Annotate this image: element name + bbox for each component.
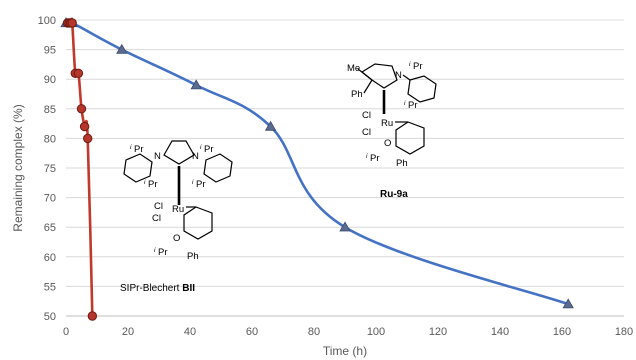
x-tick-label-100: 100 [367,326,385,338]
series-0-point-6 [562,298,574,309]
x-tick-label-120: 120 [429,326,447,338]
ru9a-ipr-2: Pr [408,100,418,111]
ru9a-me-label: Me [347,63,360,74]
y-axis-ticks: 50 55 60 65 70 75 80 85 90 95 100 [38,15,56,323]
y-axis-title: Remaining complex (%) [11,104,25,231]
ru9a-benzylidene-ring [395,121,425,155]
bii-ipr-3: Pr [204,144,214,155]
ru9a-label: Ru-9a [380,189,408,200]
ru9a-me-bond [357,68,373,81]
series-1-point-5 [73,68,84,78]
y-tick-label-70: 70 [44,193,56,205]
ru9a-ph-bottom: Ph [396,158,408,169]
ru9a-aryl-ring [407,75,437,103]
x-tick-label-80: 80 [308,326,320,338]
y-tick-label-85: 85 [44,104,56,116]
ru9a-ipr-1: Pr [413,61,423,72]
y-tick-label-55: 55 [44,281,56,293]
y-tick-label-50: 50 [44,311,56,323]
y-tick-label-60: 60 [44,252,56,264]
ru9a-ph-top-label: Ph [351,89,363,100]
structure-ru-9a: Me Ph N i Pr i Pr Cl Ru Cl O i Pr Ph Ru-… [347,61,437,200]
series-1-point-3 [67,18,77,28]
bii-label-prefix: SIPr-Blechert [120,283,182,294]
bii-ru-label: Ru [172,204,184,215]
ru9a-ipr-sup-2: i [404,100,406,107]
y-tick-label-100: 100 [38,15,56,27]
series-1-point-6 [76,104,87,114]
x-axis-title: Time (h) [323,344,367,358]
bii-imidazolidine-ring [163,140,195,165]
bii-n-left: N [154,151,161,162]
structure-bii: N N i Pr i Pr i Pr i Pr Cl Ru Cl O i Pr … [120,140,233,294]
series-1-point-8 [83,133,93,144]
x-tick-label-140: 140 [491,326,509,338]
series-line-0 [64,19,570,306]
bii-cl-bottom: Cl [152,213,161,224]
ru9a-o-label: O [384,138,391,149]
y-tick-label-75: 75 [44,163,56,175]
x-tick-label-40: 40 [184,326,196,338]
ru9a-n-label: N [395,70,402,81]
bii-cl-top: Cl [154,201,163,212]
series-line-1 [66,17,94,318]
bii-ipr-sup-3: i [200,144,202,151]
x-tick-label-160: 160 [553,326,571,338]
bii-ipr-2: Pr [148,179,158,190]
ru9a-n-aryl-bond [402,74,411,81]
bii-benzylidene-ring [183,206,213,240]
bii-aryl-ring-right [203,153,233,183]
series-0-point-2 [116,43,128,54]
y-tick-label-80: 80 [44,133,56,145]
bii-n-right: N [192,151,199,162]
bii-ph-label: Ph [187,251,199,262]
series-1-point-7 [79,121,90,132]
series-0-point-4 [264,120,277,131]
y-tick-label-95: 95 [44,45,56,57]
ru9a-ipr-sup-3: i [366,153,368,160]
series-layer [60,17,574,321]
x-tick-label-0: 0 [63,326,69,338]
bii-aryl-ring-left [123,153,153,183]
series-1-point-9 [87,311,98,321]
bii-ipr-4: Pr [196,179,206,190]
ru9a-ipr-sup-1: i [409,61,411,68]
bii-ipr-1: Pr [134,144,144,155]
bii-label-bold: BII [182,283,195,294]
x-tick-label-20: 20 [122,326,134,338]
bii-ipr-5: Pr [158,247,168,258]
bii-ipr-sup-5: i [154,247,156,254]
ru9a-ipr-3: Pr [370,153,380,164]
y-tick-label-90: 90 [44,74,56,86]
series-0-point-3 [190,79,202,90]
bii-ipr-sup-1: i [130,144,132,151]
bii-o-label: O [173,233,180,244]
ru9a-cl-top: Cl [362,110,371,121]
bii-ipr-sup-2: i [144,179,146,186]
y-tick-label-65: 65 [44,222,56,234]
ru9a-cl-bottom: Cl [362,127,371,138]
x-axis-ticks: 0 20 40 60 80 100 120 140 160 180 [63,326,633,338]
bii-label: SIPr-Blechert BII [120,283,195,294]
series-0-point-5 [339,221,351,232]
ru9a-ph-bond [363,79,373,94]
ru9a-ru-label: Ru [381,118,393,129]
x-tick-label-180: 180 [615,326,633,338]
bii-ipr-sup-4: i [192,179,194,186]
x-tick-label-60: 60 [246,326,258,338]
gridlines [66,19,624,317]
